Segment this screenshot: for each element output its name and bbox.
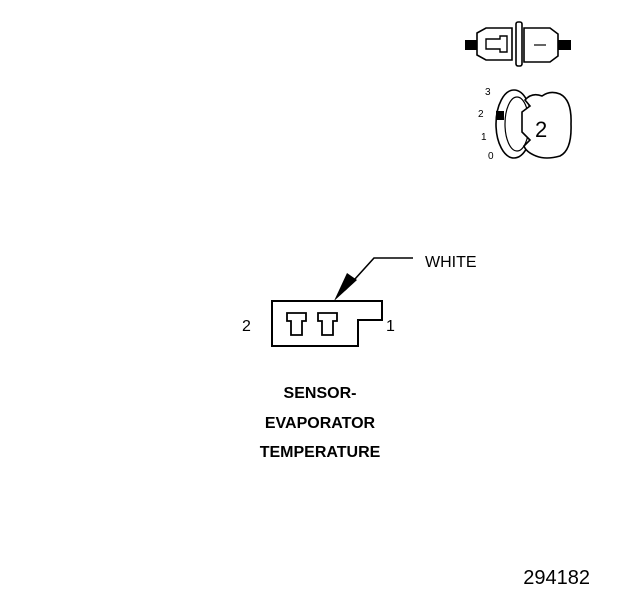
component-title-line-3: TEMPERATURE xyxy=(259,444,381,461)
wire-color-label: WHITE xyxy=(425,254,477,271)
view-number: 2 xyxy=(535,117,548,142)
position-tick-3: 3 xyxy=(485,87,491,98)
component-title-line-1: SENSOR- xyxy=(283,385,357,402)
figure-number: 294182 xyxy=(523,567,590,589)
position-tick-2: 2 xyxy=(478,109,484,120)
position-tick-0: 0 xyxy=(488,151,494,162)
pin-label-right: 1 xyxy=(386,318,395,335)
position-tick-1: 1 xyxy=(481,132,487,143)
pin-label-left: 2 xyxy=(242,318,251,335)
component-title-line-2: EVAPORATOR xyxy=(264,415,376,432)
